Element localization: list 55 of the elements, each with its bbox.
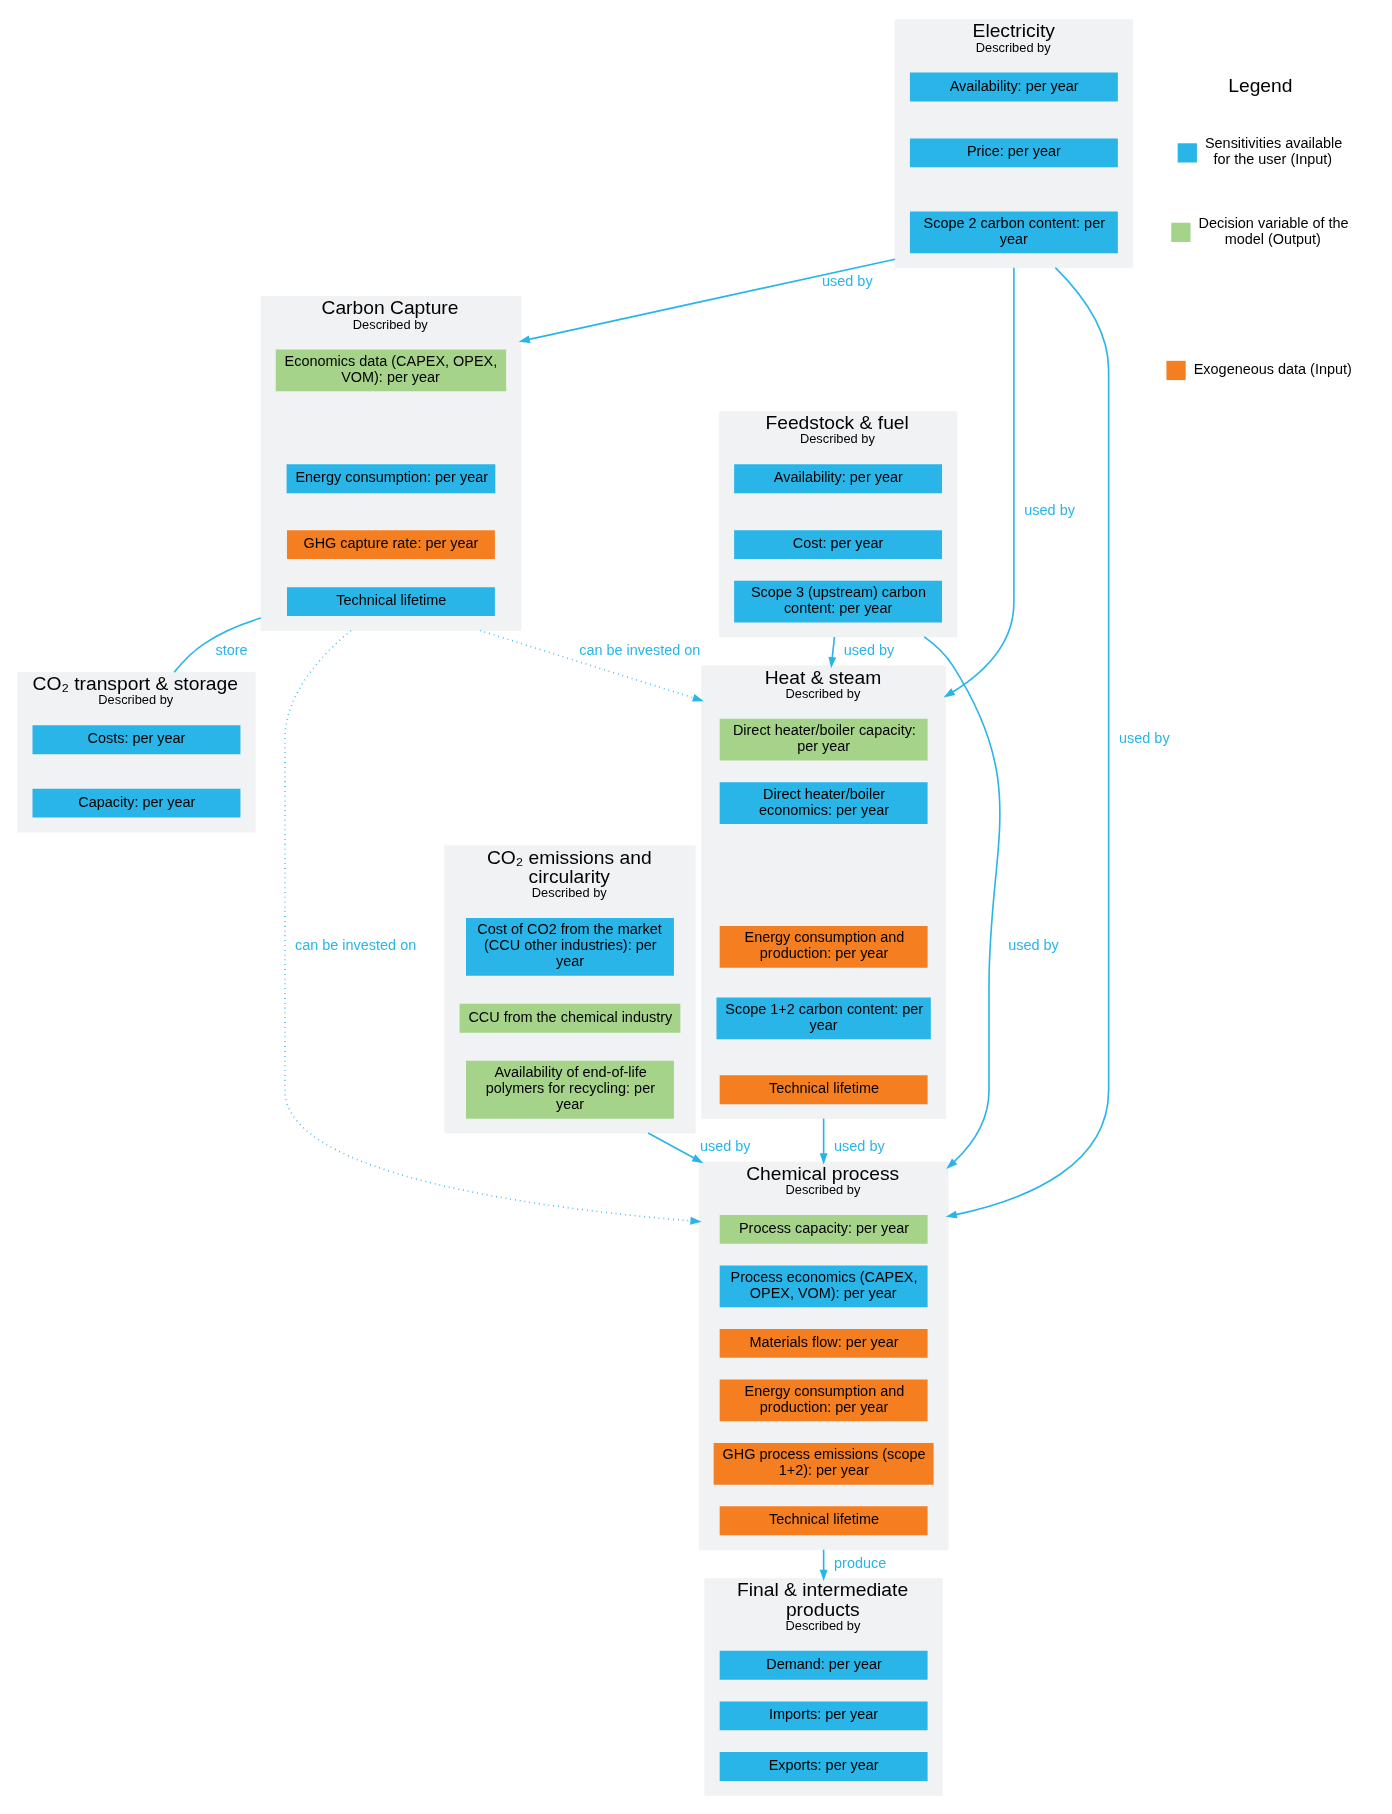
node-box: GHG capture rate: per year (287, 529, 495, 559)
arrow (828, 635, 837, 668)
arrow (518, 257, 896, 343)
edge-label: used by (1119, 729, 1170, 746)
arrow (943, 266, 1015, 697)
node-box: Availability: per year (909, 72, 1118, 101)
legend-label: Sensitivities available for the user (Input) (1204, 134, 1343, 167)
edge-label: produce (834, 1554, 887, 1571)
node-box: Energy consumption: per year (286, 463, 496, 493)
edge-label: used by (700, 1137, 751, 1154)
arrow (479, 629, 704, 702)
edge-label: store (215, 641, 248, 658)
node-box: Economics data (CAPEX, OPEX, VOM): per year (275, 349, 507, 391)
node-box: Technical lifetime (719, 1505, 928, 1535)
node-box: Availability of end-of-life polymers for recycling: per year (466, 1060, 674, 1119)
arrow (819, 1548, 828, 1581)
edge-label: can be invested on (295, 936, 417, 953)
legend-label: Decision variable of the model (Output) (1198, 214, 1349, 247)
node-box: Price: per year (909, 137, 1118, 167)
node-box: Technical lifetime (719, 1074, 928, 1104)
node-box: Capacity: per year (32, 788, 241, 818)
node-box: Scope 3 (upstream) carbon content: per year (734, 580, 943, 622)
node-box: Exports: per year (719, 1751, 928, 1781)
node-box: Costs: per year (32, 724, 241, 754)
edge-label: used by (822, 272, 873, 289)
arrow (284, 629, 702, 1225)
node-box: Cost of CO2 from the market (CCU other industries): per year (466, 917, 674, 976)
arrow (923, 635, 1001, 1169)
edge-label: can be invested on (579, 641, 701, 658)
label: Legend (1228, 74, 1293, 96)
node-box: Process capacity: per year (719, 1214, 928, 1244)
node-box: GHG process emissions (scope 1+2): per year (713, 1442, 934, 1485)
edge-label: used by (1008, 936, 1059, 953)
node-box: Availability: per year (734, 463, 943, 493)
node-box: Materials flow: per year (719, 1328, 928, 1358)
node-box: Cost: per year (734, 529, 943, 559)
node-box: Scope 2 carbon content: per year (909, 211, 1118, 253)
node-box: Demand: per year (719, 1650, 928, 1680)
legend-label: Exogeneous data (Input) (1193, 360, 1352, 377)
edge-label: used by (1024, 501, 1075, 518)
node-box: CCU from the chemical industry (459, 1003, 681, 1033)
node-box: Scope 1+2 carbon content: per year (716, 996, 931, 1039)
node-box: Energy consumption and production: per year (719, 925, 928, 968)
node-box: Technical lifetime (287, 586, 495, 616)
arrow (819, 1117, 828, 1164)
edge-label: used by (834, 1137, 885, 1154)
node-box: Process economics (CAPEX, OPEX, VOM): per year (719, 1265, 928, 1307)
node-box: Imports: per year (719, 1700, 928, 1730)
arrow (945, 266, 1110, 1218)
connector (173, 616, 262, 673)
node-box: Energy consumption and production: per year (719, 1379, 928, 1421)
node-box: Direct heater/boiler capacity: per year (719, 718, 928, 761)
edge-label: used by (843, 641, 895, 658)
arrow (647, 1131, 704, 1163)
node-box: Direct heater/boiler economics: per year (719, 781, 928, 824)
